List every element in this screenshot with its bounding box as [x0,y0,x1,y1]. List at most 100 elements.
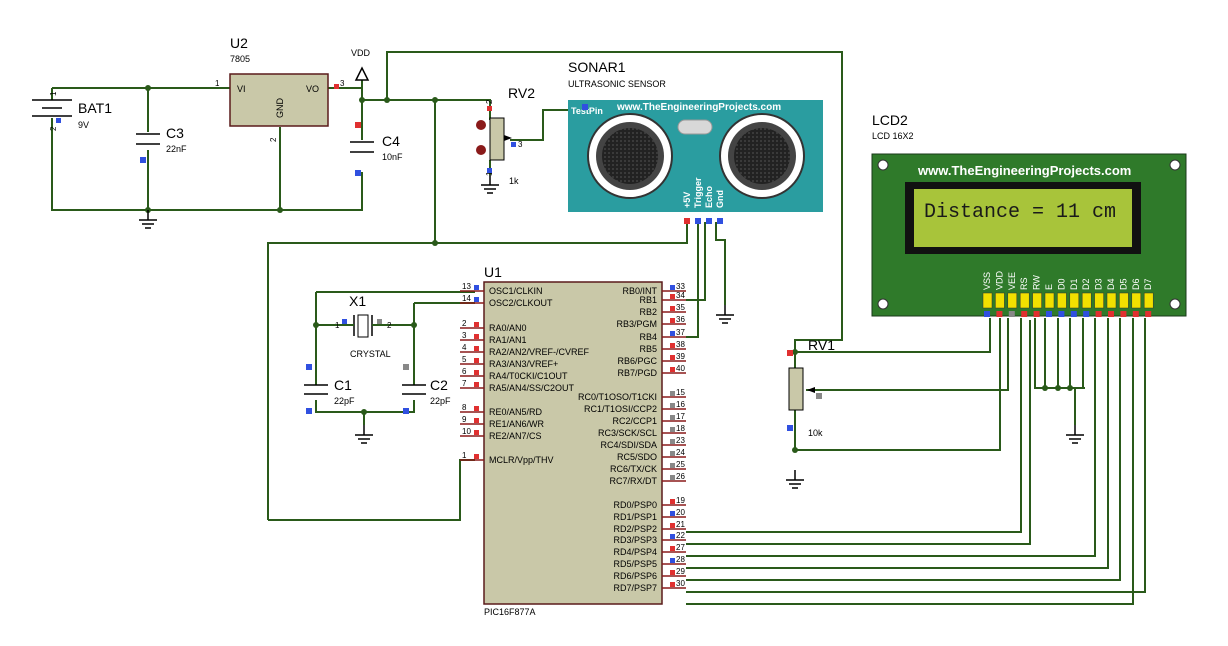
pin-marker [56,118,61,123]
lcd-display-text: Distance = 11 cm [924,201,1116,224]
u1-pin-number: 29 [676,567,685,576]
pin-marker [1108,311,1114,317]
capacitor-c3[interactable]: C3 22nF [136,125,187,163]
ground-icon [1066,425,1084,444]
pin-marker [474,382,479,387]
bat1-ref: BAT1 [78,100,112,116]
u2-pin2-num: 2 [269,137,278,142]
u1-pin-name: RB1 [639,295,657,305]
u1-pin-number: 26 [676,472,685,481]
pin-marker [670,475,675,480]
u1-pin-number: 24 [676,448,685,457]
u1-pin-name: RC3/SCK/SCL [598,428,657,438]
vdd-terminal[interactable]: VDD [351,48,371,81]
potentiometer-rv2[interactable]: RV2 1k 2 3 1 [476,85,535,186]
rv2-value: 1k [509,176,519,186]
lcd-pin-header [1131,292,1142,309]
lcd-pin-label: VDD [994,270,1004,290]
pin-marker [670,285,675,290]
pin-marker [670,427,675,432]
u1-pin-name: RC7/RX/DT [609,476,657,486]
capacitor-c4[interactable]: C4 10nF [350,122,403,176]
u1-pin-number: 5 [462,355,467,364]
ground-icon [786,470,804,489]
lcd-pin-header [1032,292,1042,309]
lcd-pin-label: RW [1032,275,1042,290]
u1-pin-number: 27 [676,543,685,552]
lcd-pin-label: VEE [1007,272,1017,290]
pin-marker [670,391,675,396]
u1-pin-number: 16 [676,400,685,409]
u1-value: PIC16F877A [484,607,536,617]
u1-pin-number: 17 [676,412,685,421]
u2-pin3-num: 3 [340,79,345,88]
x1-pin1: 1 [335,321,340,330]
x1-pin2: 2 [387,321,392,330]
lcd-pin-header [1019,292,1030,309]
pin-marker [670,415,675,420]
pin-marker [670,582,675,587]
u1-pin-name: RC4/SDI/SDA [600,440,657,450]
u1-pin-number: 38 [676,340,685,349]
pin-marker [706,218,712,224]
u1-pin-name: RB0/INT [622,286,657,296]
pin-marker [816,393,822,399]
pin-marker [1058,311,1065,317]
pin-marker [670,306,675,311]
pin-marker [670,318,675,323]
c2-ref: C2 [430,377,448,393]
u1-pin-name: RE2/AN7/CS [489,431,542,441]
u1-pin-name: RA2/AN2/VREF-/CVREF [489,347,590,357]
ultrasonic-sensor-sonar1[interactable]: SONAR1 ULTRASONIC SENSOR www.TheEngineer… [568,59,823,224]
vdd-label: VDD [351,48,371,58]
pin-marker [474,406,479,411]
u1-pin-name: RE0/AN5/RD [489,407,543,417]
c3-value: 22nF [166,144,187,154]
pin-marker [474,430,479,435]
sonar-pin-label: Trigger [693,177,703,208]
pin-marker [306,364,312,370]
u1-pin-number: 25 [676,460,685,469]
sonar-ref: SONAR1 [568,59,626,75]
pin-marker [487,168,492,173]
pin-marker [787,350,793,356]
lcd-display-lcd2[interactable]: LCD2 LCD 16X2 www.TheEngineeringProjects… [871,112,1187,317]
sonar-pin-label: Echo [704,185,714,208]
pin-marker [474,297,479,302]
sonar-pin-label: Gnd [715,190,725,208]
pin-marker [1008,311,1015,317]
ground-icon [355,425,373,444]
pin-marker [487,106,492,111]
u1-pin-name: RB2 [639,307,657,317]
junctions [145,85,1073,453]
u1-pin-number: 13 [462,282,471,291]
pin-marker [474,418,479,423]
u1-pin-name: RD3/PSP3 [613,535,657,545]
u1-pin-number: 3 [462,331,467,340]
u1-pin-number: 30 [676,579,685,588]
rv2-pin1: 1 [485,171,494,176]
c1-value: 22pF [334,396,355,406]
battery-bat1[interactable]: BAT1 9V 1 2 [32,91,112,131]
u1-pin-number: 34 [676,291,685,300]
pin-marker [1083,311,1090,317]
u2-pin-gnd: GND [275,98,285,119]
pin-marker [474,334,479,339]
u1-pin-number: 14 [462,294,471,303]
u1-pin-number: 36 [676,315,685,324]
capacitor-c1[interactable]: C1 22pF [304,364,355,414]
lcd-pin-header [1143,292,1154,309]
bat1-pin1: 1 [49,91,58,96]
u1-pin-name: RD5/PSP5 [613,559,657,569]
potentiometer-rv1[interactable]: RV1 10k [787,337,835,438]
pin-marker [474,346,479,351]
crystal-x1[interactable]: X1 CRYSTAL 1 2 [335,293,392,359]
regulator-u2[interactable]: U2 7805 VI VO GND 1 3 2 [215,35,345,142]
pin-marker [670,451,675,456]
u1-pin-number: 20 [676,508,685,517]
pin-marker [140,157,146,163]
ground-icon [481,175,499,194]
capacitor-c2[interactable]: C2 22pF [402,364,451,414]
